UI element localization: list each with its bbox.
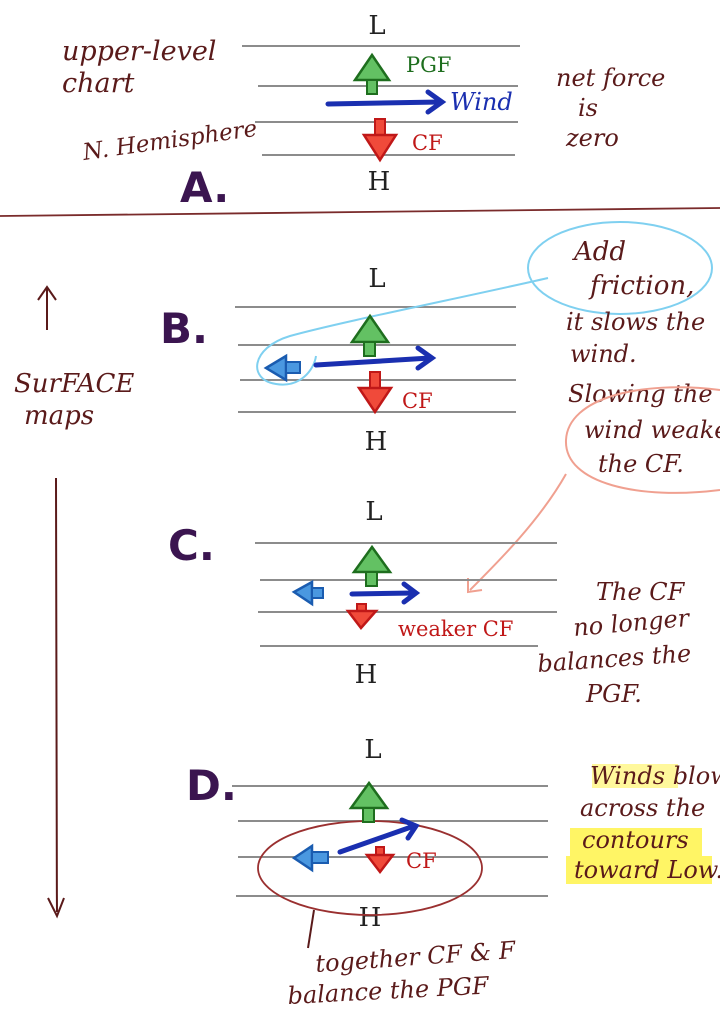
panel-b-pgf-arrow (349, 313, 391, 357)
panel-d-note-across: across the (580, 794, 705, 822)
panel-d-pointer-line (307, 909, 315, 949)
panel-d: L H CF D. Winds blow across the contours… (186, 735, 720, 1010)
panel-c-cf-label: weaker CF (398, 617, 513, 641)
panel-c-letter: C. (168, 521, 215, 570)
panel-d-letter: D. (186, 761, 237, 810)
panel-b-bubble-cf: the CF. (598, 450, 684, 478)
panel-c-wind-arrow (349, 581, 421, 605)
panel-a-cf-label: CF (412, 131, 443, 155)
panel-d-high-label: H (359, 903, 382, 933)
panel-c-note-pgf: PGF. (585, 680, 642, 708)
panel-b-cf-label: CF (402, 389, 433, 413)
panel-c: L H weaker CF C. The CF no longer balanc… (168, 497, 692, 708)
panel-b-red-bubble (564, 386, 720, 494)
up-arrow-icon (37, 285, 57, 330)
panel-a-note-is: is (578, 94, 598, 122)
panel-b-note-wind: wind. (570, 340, 637, 368)
panel-c-pgf-arrow (351, 544, 393, 587)
panel-d-highlight-contours (570, 828, 702, 856)
panel-d-note-toward-low: toward Low. (574, 856, 720, 884)
panel-b: L H CF B. Add friction, it slows the win… (160, 221, 720, 494)
panel-d-note-winds-blow: Winds blow (590, 762, 720, 790)
panel-a-note-zero: zero (565, 124, 619, 152)
panel-d-highlight-winds (592, 764, 678, 788)
panel-a-cf-arrow (361, 118, 399, 163)
panel-c-note-cf: The CF (596, 578, 686, 606)
panel-a: L H PGF Wind CF A. upper-level chart N. … (62, 11, 665, 212)
panel-c-note-balances: balances the (536, 639, 692, 678)
panel-b-friction-arrow (263, 353, 301, 383)
panel-d-cf-arrow (364, 846, 396, 875)
panel-d-friction-arrow (291, 843, 329, 873)
panel-a-note-net-force: net force (556, 64, 665, 92)
surface-maps-label: SurFACE maps (14, 285, 134, 919)
panel-d-pgf-arrow (348, 780, 390, 823)
section-separator (0, 207, 720, 217)
panel-b-bubble-weakens: wind weakens (584, 416, 720, 444)
panel-a-low-label: L (368, 11, 385, 41)
panel-c-note-no-longer: no longer (572, 604, 692, 642)
panel-a-pgf-arrow (352, 52, 392, 95)
panel-a-letter: A. (180, 163, 229, 212)
panel-b-note-slowing: Slowing the (568, 380, 713, 408)
panel-c-contours (255, 542, 557, 647)
panel-b-blue-bubble (527, 221, 713, 315)
panel-a-contours (242, 45, 520, 156)
panel-d-highlight-toward-low (566, 856, 712, 884)
panel-b-letter: B. (160, 304, 208, 353)
panel-c-low-label: L (365, 497, 382, 527)
panel-a-note-hemisphere: N. Hemisphere (80, 116, 259, 166)
panel-b-note-slows: it slows the (566, 308, 705, 336)
panel-d-note-contours: contours (582, 826, 689, 854)
panel-b-wind-arrow (313, 345, 437, 371)
panel-d-low-label: L (364, 735, 381, 765)
panel-c-cf-arrow (345, 603, 379, 630)
weakened-cf-connector (467, 473, 567, 594)
panel-b-friction-callout (256, 277, 549, 386)
panel-c-friction-arrow (291, 579, 324, 607)
panel-a-wind-label: Wind (450, 88, 513, 116)
panel-b-bubble-add: Add (572, 237, 626, 267)
panel-b-bubble-friction: friction, (588, 271, 694, 301)
side-label-maps: maps (24, 401, 94, 431)
panel-b-low-label: L (368, 264, 385, 294)
panel-d-force-ellipse (257, 820, 483, 916)
panel-b-cf-arrow (356, 371, 394, 415)
panel-a-wind-arrow (325, 89, 447, 115)
panel-d-wind-arrow (337, 817, 420, 855)
panel-d-cf-label: CF (406, 849, 437, 873)
panel-a-note-chart: chart (62, 68, 135, 99)
panel-a-pgf-label: PGF (406, 53, 451, 77)
panel-b-contours (235, 306, 516, 413)
panel-c-high-label: H (355, 660, 378, 690)
panel-b-high-label: H (365, 427, 388, 457)
panel-a-note-upper-level: upper-level (62, 36, 216, 67)
down-arrow-icon (47, 477, 65, 919)
side-label-surface: SurFACE (14, 369, 134, 399)
panel-a-high-label: H (368, 167, 391, 197)
